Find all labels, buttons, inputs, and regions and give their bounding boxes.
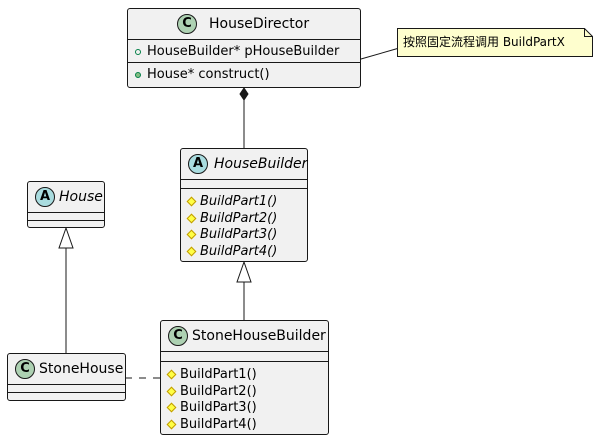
class-stone-house-builder[interactable]: C StoneHouseBuilder BuildPart1() BuildPa… (160, 320, 329, 435)
protected-method-icon (166, 386, 177, 396)
note-shape (397, 28, 593, 57)
protected-method-icon (186, 246, 197, 256)
class-name: StoneHouse (39, 361, 124, 377)
builder-inheritance-arrow (236, 260, 252, 283)
note-fold (584, 28, 593, 37)
composition-diamond (239, 87, 249, 101)
abstract-class-icon: A (188, 154, 208, 174)
class-name: StoneHouseBuilder (192, 328, 326, 344)
protected-method-icon (166, 419, 177, 429)
method-row: BuildPart2() (181, 211, 307, 228)
method-row: BuildPart3() (161, 400, 328, 417)
public-visibility-icon (135, 49, 141, 55)
house-inheritance-arrow (58, 226, 74, 249)
method-row: BuildPart1() (161, 367, 328, 384)
class-icon: C (168, 326, 188, 346)
protected-method-icon (166, 402, 177, 413)
class-name: House (59, 189, 103, 205)
method-row: House* construct() (128, 67, 360, 84)
class-name: HouseBuilder (214, 156, 308, 172)
protected-method-icon (186, 213, 197, 223)
method-row: BuildPart1() (181, 194, 307, 211)
class-house-director[interactable]: C HouseDirector HouseBuilder* pHouseBuil… (127, 8, 361, 88)
class-house[interactable]: A House (27, 181, 105, 228)
note-text: 按照固定流程调用 BuildPartX (403, 35, 565, 49)
method-row: BuildPart2() (161, 384, 328, 401)
class-name: HouseDirector (209, 16, 310, 32)
protected-method-icon (186, 229, 197, 240)
class-house-builder[interactable]: A HouseBuilder BuildPart1() BuildPart2()… (180, 148, 308, 262)
method-row: BuildPart3() (181, 227, 307, 244)
abstract-class-icon: A (35, 187, 55, 207)
public-method-icon (135, 72, 141, 78)
method-row: BuildPart4() (181, 244, 307, 261)
class-stone-house[interactable]: C StoneHouse (7, 353, 126, 401)
class-icon: C (15, 359, 35, 379)
protected-method-icon (166, 369, 177, 380)
class-icon: C (177, 14, 197, 34)
method-row: BuildPart4() (161, 417, 328, 434)
note: 按照固定流程调用 BuildPartX (397, 28, 593, 56)
protected-method-icon (186, 196, 197, 207)
field-row: HouseBuilder* pHouseBuilder (128, 44, 360, 61)
